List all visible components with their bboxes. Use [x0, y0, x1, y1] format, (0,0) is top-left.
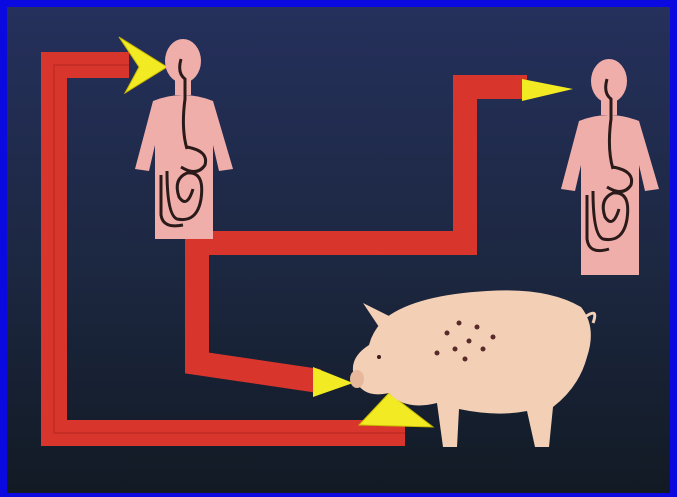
life-cycle-diagram	[7, 7, 670, 493]
